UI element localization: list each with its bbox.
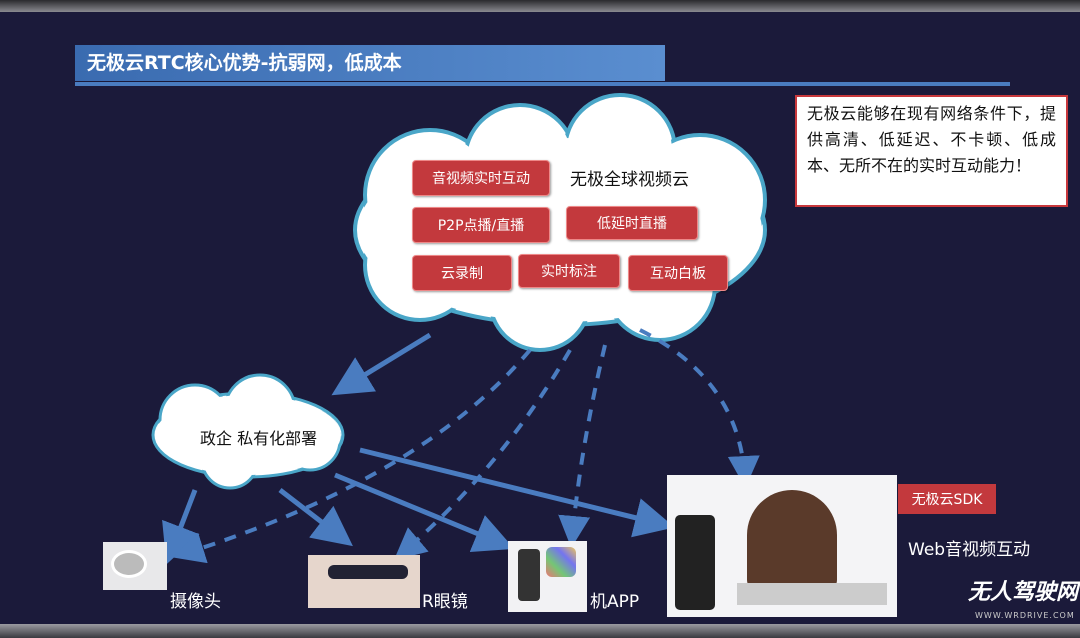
solid-arrows [162, 332, 675, 565]
app-label: 机APP [590, 592, 640, 612]
vr-label: R眼镜 [422, 592, 468, 612]
web-label: Web音视频互动 [908, 540, 1031, 560]
slide-title: 无极云RTC核心优势-抗弱网，低成本 [75, 45, 665, 81]
watermark-logo: 无人驾驶网 [968, 580, 1079, 605]
dashed-arrows [172, 328, 760, 564]
camera-label: 摄像头 [170, 592, 221, 612]
feature-cloud-recording: 云录制 [412, 255, 512, 291]
phone-app-image [508, 541, 587, 612]
watermark-url: WWW.WRDRIVE.COM [975, 611, 1075, 620]
private-deploy-label: 政企 私有化部署 [200, 429, 318, 448]
feature-low-latency: 低延时直播 [566, 206, 698, 240]
camera-image [103, 542, 167, 590]
web-video-screenshot [667, 475, 897, 617]
sdk-badge: 无极云SDK [898, 484, 996, 514]
title-underline [75, 82, 1010, 86]
top-frame-bar [0, 0, 1080, 12]
bottom-frame-bar [0, 624, 1080, 638]
cloud-title: 无极全球视频云 [570, 170, 689, 190]
feature-whiteboard: 互动白板 [628, 255, 728, 291]
feature-annotation: 实时标注 [518, 254, 620, 288]
vr-glasses-image [308, 555, 420, 608]
feature-p2p: P2P点播/直播 [412, 207, 550, 243]
feature-av-interaction: 音视频实时互动 [412, 160, 550, 196]
advantage-note: 无极云能够在现有网络条件下，提供高清、低延迟、不卡顿、低成本、无所不在的实时互动… [795, 95, 1068, 207]
